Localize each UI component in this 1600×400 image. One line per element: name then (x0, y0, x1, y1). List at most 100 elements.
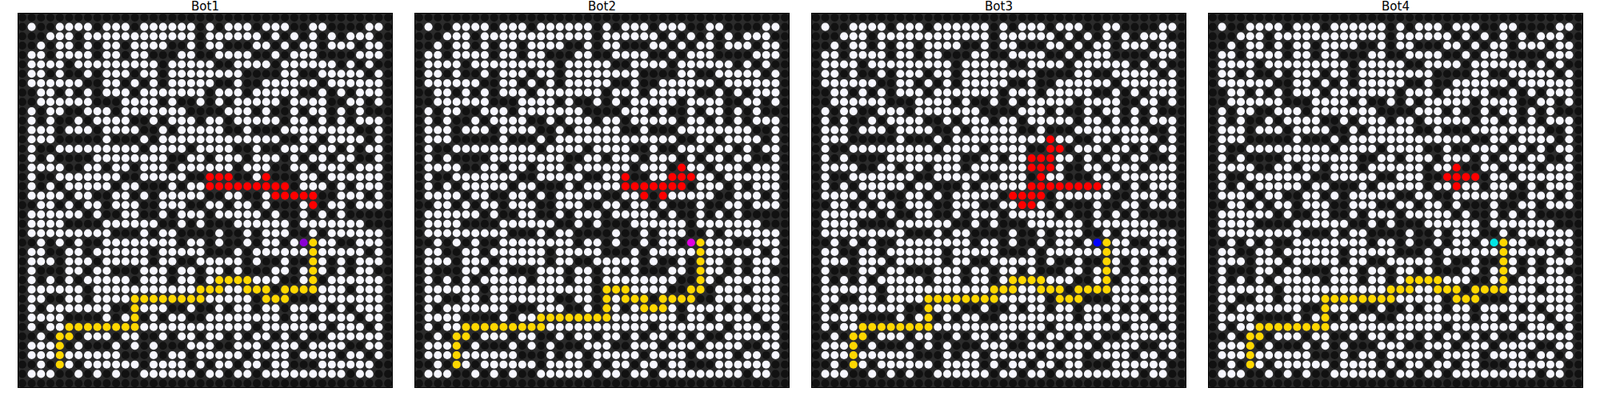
grid-cell (365, 69, 374, 78)
grid-cell (56, 23, 64, 32)
grid-cell (46, 228, 55, 237)
grid-cell (36, 295, 45, 304)
grid-cell (84, 341, 92, 350)
grid-cell (328, 126, 336, 135)
grid-cell (28, 248, 36, 256)
grid-cell (262, 323, 271, 332)
grid-cell (336, 144, 345, 153)
grid-cell (140, 32, 148, 40)
grid-cell (262, 200, 271, 209)
grid-cell (168, 220, 176, 228)
grid-cell (243, 276, 252, 284)
grid-cell (290, 154, 299, 163)
grid-cell (780, 88, 789, 97)
grid-cell (356, 248, 364, 256)
grid-cell (346, 238, 355, 247)
grid-cell (443, 79, 452, 88)
grid-cell (224, 295, 233, 304)
grid-cell (112, 351, 120, 360)
grid-cell (64, 200, 73, 209)
grid-cell (356, 97, 364, 106)
grid-cell (56, 332, 64, 340)
grid-cell (574, 60, 583, 68)
grid-cell (336, 323, 345, 332)
grid-cell (300, 313, 308, 322)
grid-cell (328, 341, 336, 350)
grid-cell (121, 266, 130, 275)
grid-cell (328, 276, 336, 284)
grid-cell (149, 69, 158, 78)
grid-cell (649, 60, 658, 68)
grid-cell (205, 332, 214, 340)
grid-cell (280, 210, 289, 219)
grid-cell (243, 313, 252, 322)
grid-cell (84, 13, 92, 22)
grid-cell (233, 304, 242, 312)
grid-cell (733, 79, 742, 88)
grid-cell (56, 154, 64, 163)
grid-cell (346, 135, 355, 144)
grid-cell (149, 332, 158, 340)
grid-cell (424, 13, 433, 22)
grid-cell (271, 379, 280, 388)
grid-cell (621, 97, 630, 106)
grid-cell (508, 60, 517, 68)
grid-cell (290, 135, 299, 144)
grid-cell (308, 32, 317, 40)
grid-cell (168, 341, 176, 350)
grid-cell (121, 88, 130, 97)
grid-cell (318, 144, 327, 153)
grid-cell (140, 23, 148, 32)
grid-cell (356, 266, 364, 275)
grid-cell (308, 248, 317, 256)
grid-cell (374, 41, 383, 50)
grid-cell (262, 238, 271, 247)
grid-cell (433, 97, 442, 106)
grid-cell (461, 23, 470, 32)
grid-cell (28, 97, 36, 106)
grid-cell (93, 295, 102, 304)
grid-cell (659, 23, 668, 32)
grid-cell (46, 285, 55, 294)
grid-cell (346, 341, 355, 350)
grid-cell (252, 60, 261, 68)
grid-cell (177, 60, 186, 68)
grid-cell (705, 51, 714, 60)
grid-cell (159, 332, 168, 340)
grid-cell (308, 313, 317, 322)
grid-cell (56, 144, 64, 153)
grid-cell (121, 182, 130, 191)
grid-cell (56, 97, 64, 106)
grid-cell (233, 360, 242, 369)
grid-cell (308, 295, 317, 304)
grid-cell (131, 23, 140, 32)
grid-cell (318, 13, 327, 22)
grid-cell (593, 88, 602, 97)
grid-cell (336, 332, 345, 340)
grid-cell (290, 379, 299, 388)
grid-cell (556, 32, 564, 40)
grid-cell (187, 88, 196, 97)
grid-cell (499, 97, 508, 106)
grid-cell (74, 51, 83, 60)
grid-cell (159, 220, 168, 228)
grid-cell (84, 323, 92, 332)
grid-cell (56, 351, 64, 360)
grid-cell (564, 79, 573, 88)
grid-cell (668, 69, 676, 78)
grid-cell (290, 276, 299, 284)
grid-cell (224, 266, 233, 275)
grid-cell (168, 360, 176, 369)
grid-cell (356, 41, 364, 50)
grid-cell (131, 107, 140, 116)
grid-cell (536, 41, 545, 50)
grid-cell (28, 51, 36, 60)
grid-cell (243, 360, 252, 369)
grid-cell (374, 238, 383, 247)
grid-cell (328, 79, 336, 88)
grid-cell (18, 32, 27, 40)
grid-cell (630, 88, 639, 97)
grid-cell (36, 257, 45, 266)
grid-cell (84, 313, 92, 322)
grid-cell (18, 341, 27, 350)
